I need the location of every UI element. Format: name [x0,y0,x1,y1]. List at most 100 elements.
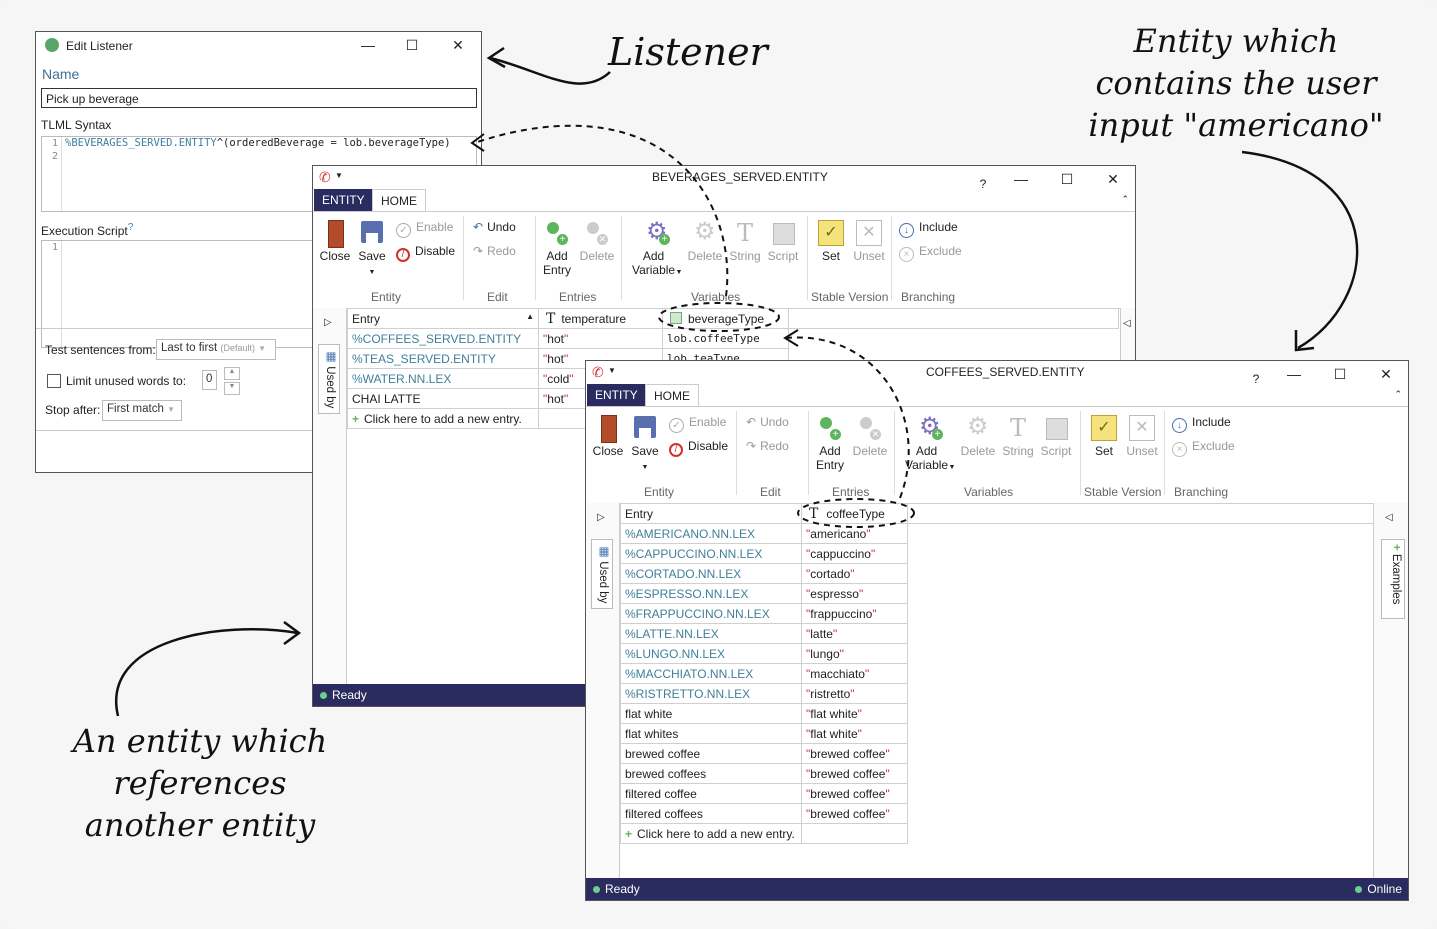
include-button[interactable]: ↓Include [1172,415,1231,433]
minimize-icon[interactable]: — [1287,366,1301,382]
coffee-type-cell[interactable]: "flat white" [801,723,908,744]
beverage-type-cell[interactable]: lob.coffeeType [662,328,789,349]
maximize-icon[interactable]: ☐ [1060,171,1074,187]
help-icon[interactable]: ? [1252,372,1260,386]
entry-cell[interactable]: %TEAS_SERVED.ENTITY [347,348,539,369]
column-header-entry[interactable]: Entry [620,503,802,524]
tab-home[interactable]: HOME [372,189,426,212]
set-button[interactable]: ✓Set [1086,415,1122,458]
test-sentences-select[interactable]: Last to first (Default) ▼ [156,339,276,360]
coffee-type-cell[interactable]: "latte" [801,623,908,644]
save-button[interactable]: Save▼ [630,415,660,472]
entry-cell[interactable]: %AMERICANO.NN.LEX [620,523,802,544]
close-icon[interactable]: ✕ [1107,171,1119,187]
table-row[interactable]: filtered coffees"brewed coffee" [620,803,1374,824]
script-button[interactable]: Script [1038,415,1074,458]
entry-cell[interactable]: %MACCHIATO.NN.LEX [620,663,802,684]
entry-cell[interactable]: %ESPRESSO.NN.LEX [620,583,802,604]
coffee-type-cell[interactable]: "brewed coffee" [801,763,908,784]
examples-side-tab[interactable]: + Examples [1381,539,1405,619]
coffee-type-cell[interactable]: "lungo" [801,643,908,664]
add-entry-button[interactable]: +Add Entry [539,220,575,277]
entry-cell[interactable]: %COFFEES_SERVED.ENTITY [347,328,539,349]
coffee-type-cell[interactable]: "cortado" [801,563,908,584]
collapse-ribbon-icon[interactable]: ⌃ [1121,194,1129,204]
used-by-side-tab[interactable]: ▦ Used by [591,539,613,609]
coffee-type-cell[interactable]: "cappuccino" [801,543,908,564]
limit-checkbox[interactable] [47,374,61,388]
stop-after-select[interactable]: First match ▼ [102,400,182,421]
add-variable-button[interactable]: ⚙+Add Variable▼ [627,220,687,278]
table-row[interactable]: flat white"flat white" [620,703,1374,724]
add-entry-cell[interactable]: +Click here to add a new entry. [347,408,539,429]
tab-entity[interactable]: ENTITY [314,189,373,211]
redo-button[interactable]: ↷Redo [473,244,516,258]
add-entry-cell[interactable]: +Click here to add a new entry. [620,823,802,844]
help-icon[interactable]: ? [127,222,134,233]
help-icon[interactable]: ? [979,177,987,191]
script-button[interactable]: Script [765,220,801,263]
tab-home[interactable]: HOME [645,384,699,407]
coffee-type-cell[interactable]: "macchiato" [801,663,908,684]
quick-access-dropdown-icon[interactable]: ▼ [335,171,343,180]
entry-cell[interactable]: flat white [620,703,802,724]
enable-button[interactable]: ✓Enable [669,415,726,433]
column-header-entry[interactable]: Entry▲ [347,308,539,329]
disable-button[interactable]: /Disable [669,439,728,457]
limit-words-input[interactable]: 0 [202,370,217,390]
undo-button[interactable]: ↶Undo [746,415,789,429]
add-variable-button[interactable]: ⚙+Add Variable▼ [900,415,960,473]
redo-button[interactable]: ↷Redo [746,439,789,453]
unset-button[interactable]: ✕Unset [1124,415,1160,458]
close-icon[interactable]: ✕ [452,37,464,53]
expand-arrow-icon[interactable]: ▷ [597,512,605,523]
maximize-icon[interactable]: ☐ [405,37,419,53]
entry-cell[interactable]: CHAI LATTE [347,388,539,409]
table-row[interactable]: %ESPRESSO.NN.LEX"espresso" [620,583,1374,604]
close-icon[interactable]: ✕ [1380,366,1392,382]
close-button[interactable]: Close [319,220,351,263]
spin-up-icon[interactable]: ▲ [224,367,240,380]
exclude-button[interactable]: ×Exclude [899,244,962,262]
name-input[interactable]: Pick up beverage [41,88,477,108]
table-row[interactable]: %RISTRETTO.NN.LEX"ristretto" [620,683,1374,704]
entry-cell[interactable]: %LUNGO.NN.LEX [620,643,802,664]
entry-cell[interactable]: filtered coffee [620,783,802,804]
add-entry-row[interactable]: +Click here to add a new entry. [620,823,1374,844]
maximize-icon[interactable]: ☐ [1333,366,1347,382]
minimize-icon[interactable]: — [361,37,375,53]
entry-cell[interactable]: filtered coffees [620,803,802,824]
undo-button[interactable]: ↶Undo [473,220,516,234]
entry-cell[interactable]: brewed coffee [620,743,802,764]
close-button[interactable]: Close [592,415,624,458]
coffee-type-cell[interactable]: "brewed coffee" [801,743,908,764]
table-row[interactable]: %AMERICANO.NN.LEX"americano" [620,523,1374,544]
collapse-ribbon-icon[interactable]: ⌃ [1394,389,1402,399]
expand-arrow-icon[interactable]: ▷ [324,317,332,328]
unset-button[interactable]: ✕Unset [851,220,887,263]
spin-down-icon[interactable]: ▼ [224,382,240,395]
include-button[interactable]: ↓Include [899,220,958,238]
table-row[interactable]: %COFFEES_SERVED.ENTITY"hot"lob.coffeeTyp… [347,328,1119,349]
entry-cell[interactable]: flat whites [620,723,802,744]
table-row[interactable]: %MACCHIATO.NN.LEX"macchiato" [620,663,1374,684]
exclude-button[interactable]: ×Exclude [1172,439,1235,457]
table-row[interactable]: flat whites"flat white" [620,723,1374,744]
collapse-arrow-icon[interactable]: ◁ [1123,318,1131,329]
temperature-cell[interactable]: "hot" [538,328,663,349]
table-row[interactable]: %CAPPUCCINO.NN.LEX"cappuccino" [620,543,1374,564]
used-by-side-tab[interactable]: ▦ Used by [318,344,340,414]
table-row[interactable]: %FRAPPUCCINO.NN.LEX"frappuccino" [620,603,1374,624]
save-button[interactable]: Save▼ [357,220,387,277]
delete-entry-button[interactable]: ✕Delete [579,220,615,263]
table-row[interactable]: filtered coffee"brewed coffee" [620,783,1374,804]
disable-button[interactable]: /Disable [396,244,455,262]
entry-cell[interactable]: %CAPPUCCINO.NN.LEX [620,543,802,564]
minimize-icon[interactable]: — [1014,171,1028,187]
entry-cell[interactable]: brewed coffees [620,763,802,784]
coffee-type-cell[interactable]: "ristretto" [801,683,908,704]
entry-cell[interactable]: %WATER.NN.LEX [347,368,539,389]
